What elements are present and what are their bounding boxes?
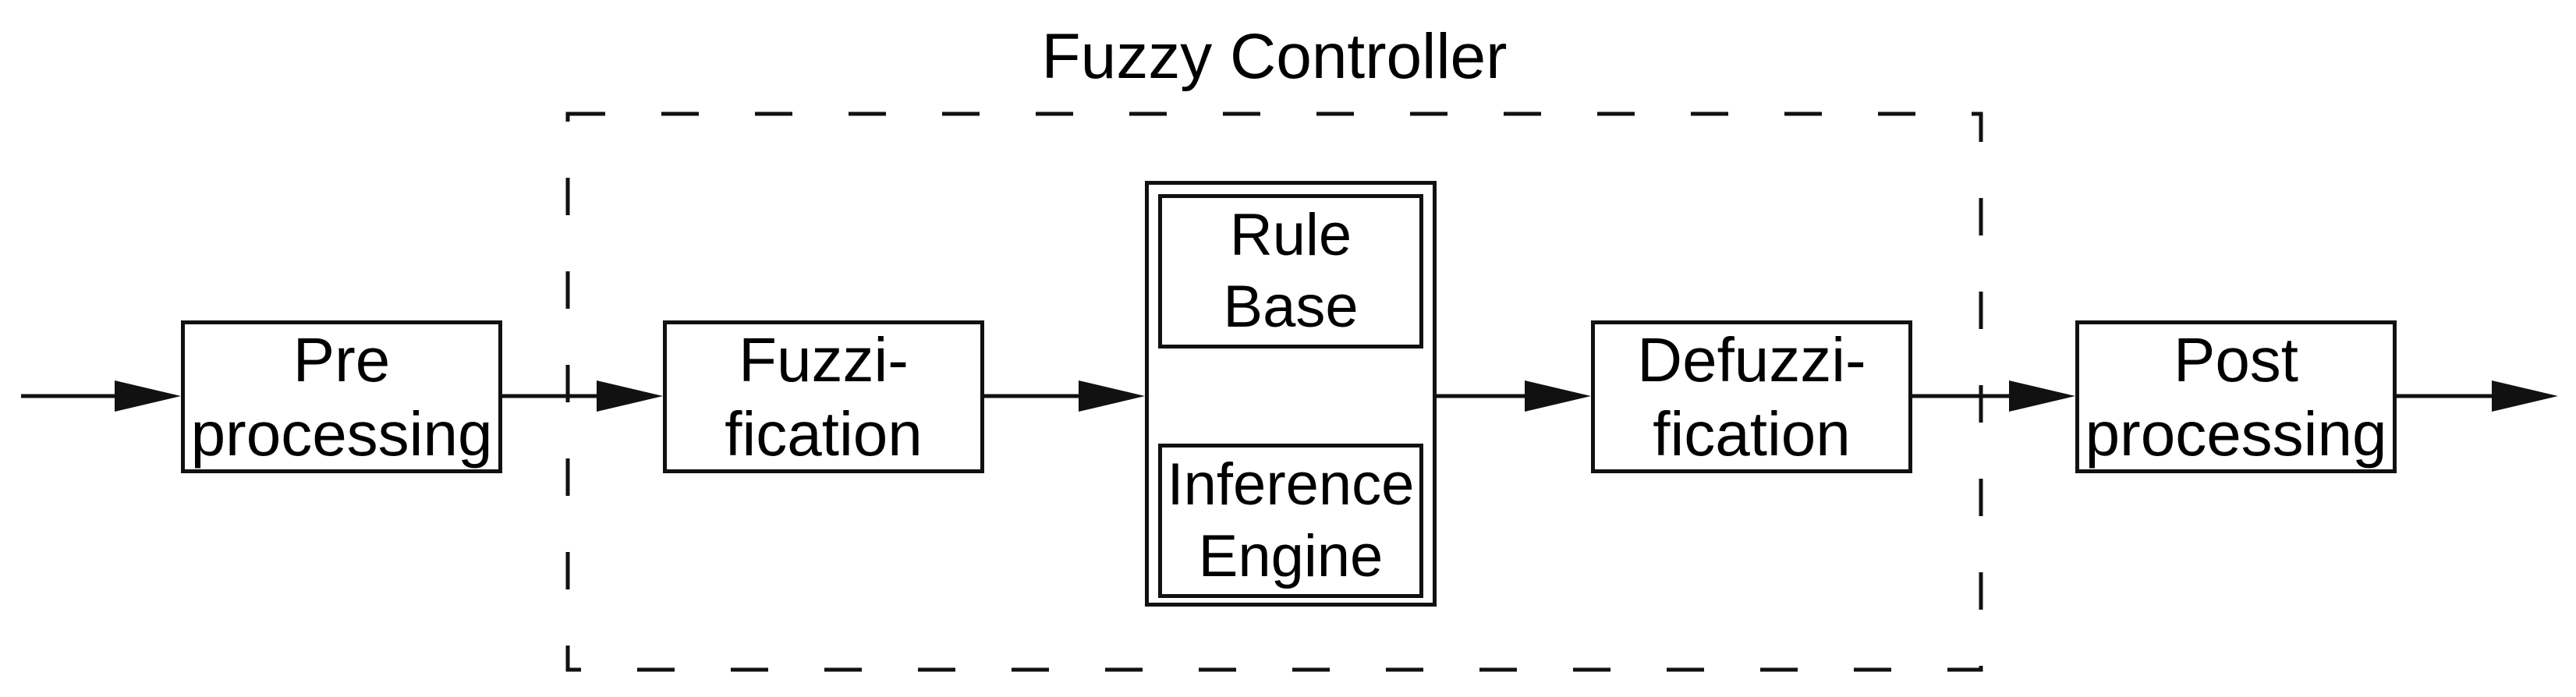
diagram-title: Fuzzy Controller — [1041, 21, 1508, 92]
block-rule-base: Rule Base — [1158, 194, 1423, 348]
block-defuzzification-label-line2: fication — [1653, 399, 1851, 469]
block-postprocessing-label-line1: Post — [2173, 325, 2299, 394]
block-postprocessing-label-line2: processing — [2085, 399, 2387, 469]
block-fuzzification-label-line2: fication — [725, 399, 923, 469]
arrow-input — [21, 380, 181, 412]
block-fuzzification-label-line1: Fuzzi- — [739, 325, 909, 394]
block-preprocessing: Pre processing — [181, 320, 502, 473]
block-engine-container: Rule Base Inference Engine — [1145, 181, 1437, 607]
arrow-output — [2397, 380, 2558, 412]
arrow-defuzzification-to-post — [1912, 380, 2075, 412]
block-inference-engine-label-line1: Inference — [1167, 451, 1415, 518]
block-postprocessing: Post processing — [2075, 320, 2397, 473]
block-preprocessing-label-line1: Pre — [292, 325, 391, 394]
block-defuzzification-label-line1: Defuzzi- — [1637, 325, 1866, 394]
block-defuzzification: Defuzzi- fication — [1591, 320, 1912, 473]
block-fuzzification: Fuzzi- fication — [663, 320, 984, 473]
block-inference-engine-label-line2: Engine — [1198, 523, 1384, 589]
block-preprocessing-label-line2: processing — [190, 399, 493, 469]
arrow-fuzzification-to-engine — [984, 380, 1145, 412]
block-rule-base-label-line2: Base — [1223, 274, 1359, 340]
arrow-pre-to-fuzzification — [502, 380, 663, 412]
block-rule-base-label-line1: Rule — [1229, 202, 1352, 268]
fuzzy-controller-dashed-boundary — [565, 111, 1983, 672]
block-inference-engine: Inference Engine — [1158, 444, 1423, 598]
arrow-engine-to-defuzzification — [1437, 380, 1591, 412]
